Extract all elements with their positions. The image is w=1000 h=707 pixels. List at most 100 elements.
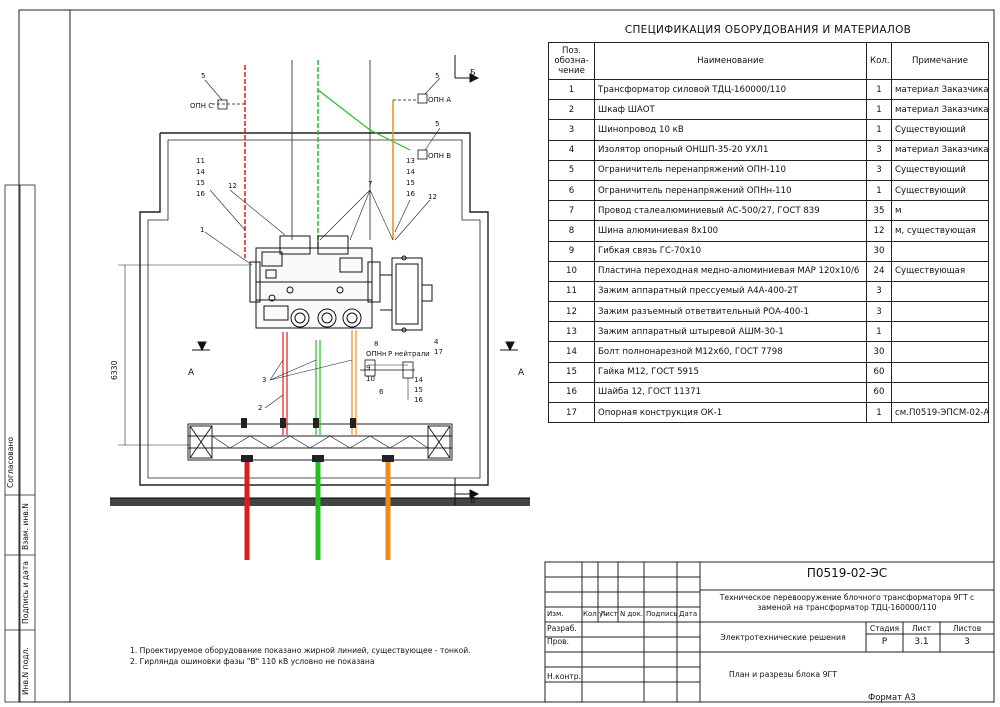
label-section-a-right: А — [518, 368, 525, 378]
label-15c: 15 — [414, 386, 423, 394]
spec-cell-qty: 12 — [866, 220, 892, 242]
spec-cell-note: см.П0519-ЭПСМ-02-АС — [891, 401, 989, 424]
label-4: 4 — [434, 338, 439, 346]
stamp-signature-date: Подпись и дата — [21, 561, 30, 624]
sheet-title: План и разрезы блока 9ГТ — [728, 670, 838, 679]
spec-cell-note: материал Заказчика — [891, 78, 989, 101]
spec-cell-note — [891, 381, 989, 404]
label-14b: 14 — [406, 168, 415, 176]
col-qty: Кол. — [866, 42, 892, 80]
spec-cell-qty: 1 — [866, 78, 892, 101]
dimension-6330 — [118, 264, 250, 446]
label-8: 8 — [374, 340, 379, 348]
existing-bus-lines — [291, 60, 371, 240]
base-insulators — [241, 418, 394, 462]
spec-cell-name: Трансформатор силовой ТДЦ-160000/110 — [594, 78, 867, 101]
spec-cell-note — [891, 240, 989, 262]
label-section-a-left: А — [188, 368, 195, 378]
spec-cell-name: Изолятор опорный ОНШП-35-20 УХЛ1 — [594, 139, 867, 161]
label-r-neutral: Р нейтрали — [388, 350, 430, 358]
spec-cell-note — [891, 301, 989, 323]
spec-cell-name: Гайка М12, ГОСТ 5915 — [594, 361, 867, 383]
col-kol-uch: Кол.уч — [583, 610, 608, 618]
sheets-value: 3 — [964, 637, 970, 647]
label-3: 3 — [262, 376, 267, 384]
label-10: 10 — [366, 375, 375, 383]
spec-cell-name: Ограничитель перенапряжений ОПНн-110 — [594, 179, 867, 202]
spec-cell-pos: 9 — [548, 240, 595, 262]
spec-cell-qty: 30 — [866, 341, 892, 363]
label-6: 6 — [379, 388, 384, 396]
neutral-equipment — [360, 359, 415, 379]
spec-cell-pos: 4 — [548, 139, 595, 161]
label-13: 13 — [406, 157, 415, 165]
spec-cell-name: Провод сталеалюминиевый АС-500/27, ГОСТ … — [594, 200, 867, 222]
spec-cell-note: материал Заказчика — [891, 139, 989, 161]
label-opn-a: ОПН А — [428, 96, 452, 104]
label-opnn: ОПНн — [366, 350, 387, 358]
leader-lines — [204, 77, 441, 409]
label-11: 11 — [196, 157, 205, 165]
spec-cell-name: Гибкая связь ГС-70х10 — [594, 240, 867, 262]
label-5a: 5 — [201, 72, 206, 80]
format-label: Формат А3 — [868, 692, 916, 702]
spec-cell-pos: 6 — [548, 179, 595, 202]
label-16c: 16 — [414, 396, 423, 404]
label-16b: 16 — [406, 190, 415, 198]
label-15b: 15 — [406, 179, 415, 187]
label-1: 1 — [200, 226, 205, 234]
project-title: Техническое перевооружение блочного тран… — [719, 593, 975, 612]
side-stamp — [4, 184, 36, 703]
label-5b: 5 — [435, 72, 440, 80]
spec-cell-qty: 1 — [866, 179, 892, 202]
col-izm: Изм. — [547, 610, 564, 618]
spec-cell-qty: 1 — [866, 99, 892, 121]
phase-c-conductor — [351, 100, 394, 560]
building-outline — [139, 132, 489, 486]
label-12b: 12 — [428, 193, 437, 201]
spec-cell-qty: 1 — [866, 119, 892, 141]
spec-header-row: Поз. обозна- чение Наименование Кол. При… — [548, 42, 989, 80]
section-name: Электротехнические решения — [720, 633, 846, 642]
spec-cell-pos: 8 — [548, 220, 595, 242]
col-list: Лист — [600, 610, 618, 618]
spec-cell-qty: 60 — [866, 381, 892, 404]
sheet-value: 3.1 — [914, 637, 929, 647]
spec-cell-note: Существующий — [891, 179, 989, 202]
spec-cell-qty: 60 — [866, 361, 892, 383]
role-norm-control: Н.контр. — [547, 672, 581, 681]
spec-cell-note — [891, 361, 989, 383]
sheet-label: Лист — [911, 624, 932, 633]
phase-b-conductor — [315, 60, 411, 560]
spec-cell-pos: 10 — [548, 260, 595, 282]
spec-cell-pos: 3 — [548, 119, 595, 141]
surge-arresters — [212, 93, 428, 160]
spec-cell-pos: 11 — [548, 280, 595, 303]
label-7: 7 — [368, 180, 373, 188]
cabinet-shaot — [380, 255, 433, 333]
spec-cell-pos: 14 — [548, 341, 595, 363]
col-name: Наименование — [594, 42, 867, 80]
spec-cell-qty: 30 — [866, 240, 892, 262]
spec-cell-qty: 1 — [866, 401, 892, 424]
spec-cell-name: Зажим аппаратный штыревой АШМ-30-1 — [594, 321, 867, 343]
spec-table: Поз. обозна- чение Наименование Кол. При… — [548, 42, 989, 424]
stage-value: Р — [881, 637, 888, 647]
base-frame — [187, 423, 453, 461]
spec-cell-pos: 17 — [548, 401, 595, 424]
dimension-label: 6330 — [110, 360, 119, 380]
spec-cell-note: Существующий — [891, 159, 989, 181]
